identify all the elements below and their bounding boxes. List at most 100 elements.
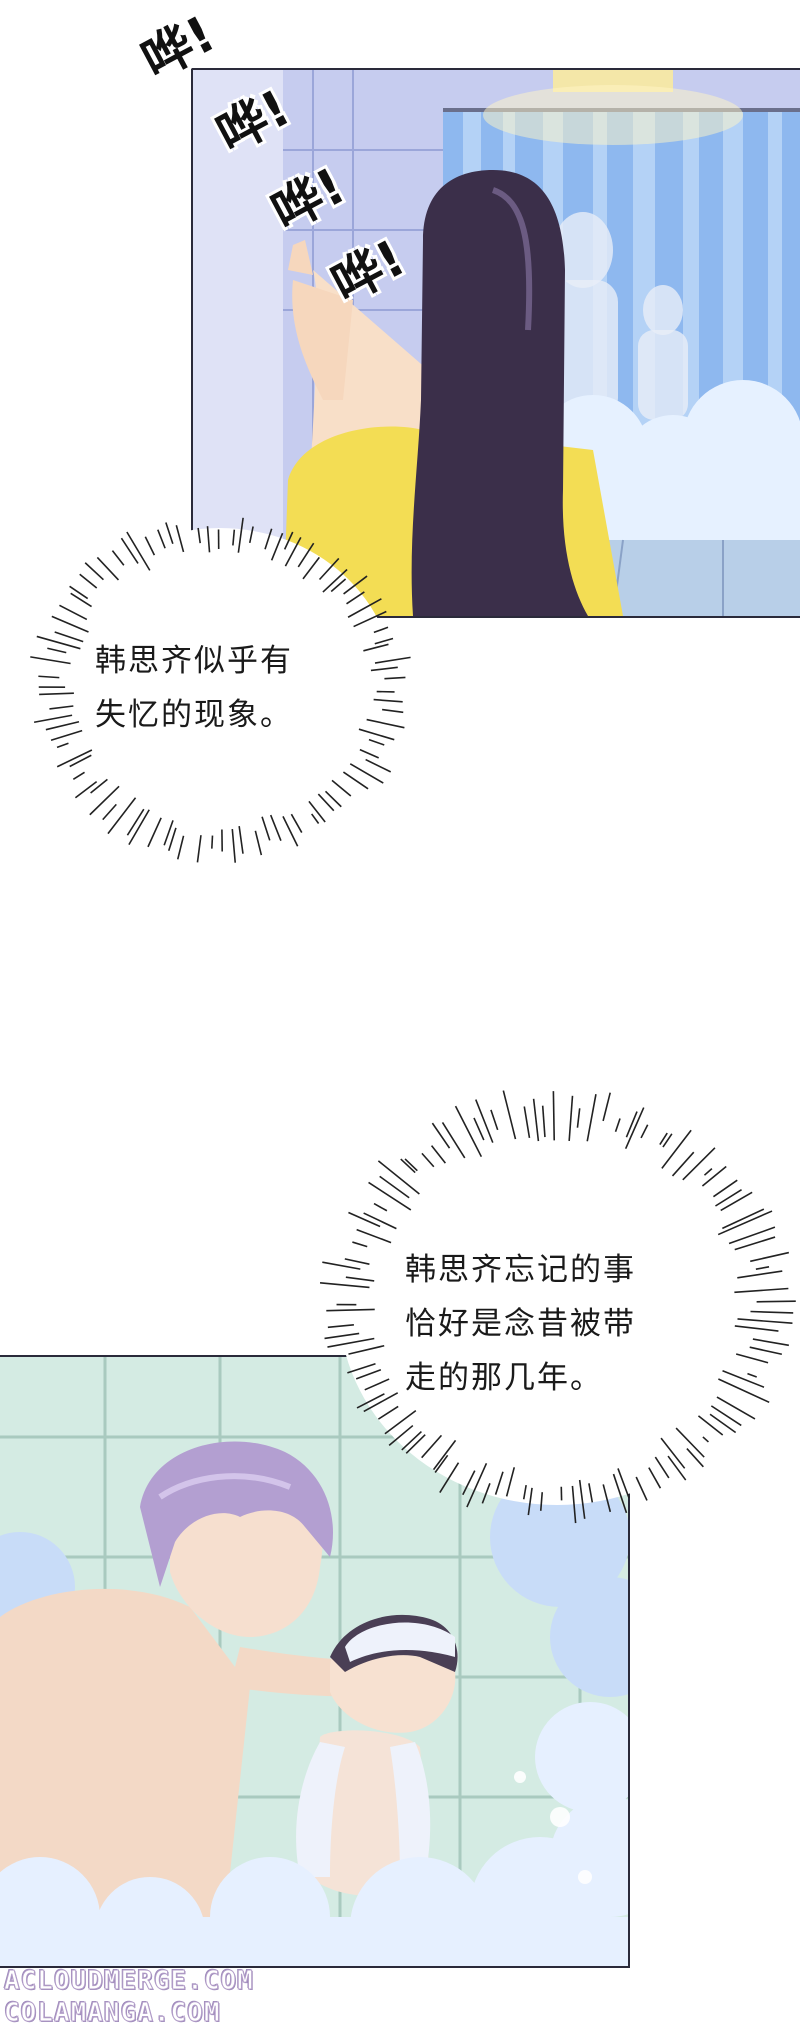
- burst-stroke: [431, 1122, 451, 1149]
- burst-stroke: [264, 528, 273, 550]
- sound-effect-text: 哗!: [262, 156, 355, 243]
- burst-stroke: [49, 705, 74, 710]
- burst-stroke: [755, 1266, 770, 1270]
- burst-stroke: [30, 656, 71, 665]
- burst-stroke: [710, 1405, 742, 1427]
- burst-stroke: [462, 1470, 476, 1496]
- burst-stroke: [282, 815, 299, 847]
- burst-stroke: [120, 537, 139, 564]
- burst-stroke: [374, 656, 411, 664]
- comic-panel-bathroom-door: [191, 68, 800, 618]
- burst-stroke: [586, 1094, 597, 1142]
- burst-stroke: [310, 813, 320, 824]
- burst-stroke: [671, 1151, 695, 1177]
- sound-effect-text: 哗!: [207, 78, 300, 165]
- burst-stroke: [720, 1191, 753, 1212]
- burst-stroke: [269, 814, 282, 842]
- narration-burst-bubble: 韩思齐似乎有 失忆的现象。: [30, 508, 411, 868]
- burst-stroke: [38, 675, 60, 679]
- burst-stroke: [163, 820, 174, 846]
- burst-stroke: [147, 817, 162, 848]
- burst-stroke: [176, 835, 185, 860]
- burst-stroke: [625, 1111, 638, 1138]
- burst-stroke: [578, 1479, 586, 1519]
- sound-effect-group: 哗! 哗! 哗! 哗!: [120, 0, 420, 320]
- watermark-text: ACLOUDMERGE.COM: [4, 1966, 254, 1997]
- burst-stroke: [358, 728, 395, 741]
- burst-stroke: [734, 1236, 776, 1251]
- burst-stroke: [756, 1300, 796, 1303]
- burst-stroke: [374, 637, 394, 645]
- burst-stroke: [523, 1106, 531, 1139]
- burst-stroke: [96, 556, 120, 581]
- burst-stroke: [661, 1129, 692, 1169]
- burst-stroke: [359, 748, 380, 759]
- burst-stroke: [45, 720, 80, 731]
- burst-stroke: [481, 1483, 491, 1504]
- burst-stroke: [703, 1168, 713, 1176]
- burst-stroke: [737, 1318, 793, 1325]
- narration-line: 恰好是念昔被带: [405, 1306, 636, 1342]
- burst-stroke: [717, 1210, 773, 1236]
- burst-stroke: [197, 527, 201, 544]
- burst-stroke: [715, 1189, 742, 1207]
- burst-stroke: [571, 1485, 577, 1524]
- burst-stroke: [343, 575, 368, 595]
- burst-stroke: [261, 816, 271, 841]
- burst-stroke: [522, 1484, 527, 1500]
- burst-stroke: [349, 763, 384, 784]
- burst-stroke: [648, 1467, 662, 1489]
- burst-stroke: [327, 1337, 375, 1348]
- burst-stroke: [702, 1436, 709, 1443]
- burst-stroke: [90, 778, 108, 794]
- sound-effect-text: 哗!: [132, 4, 225, 91]
- burst-stroke: [735, 1353, 769, 1364]
- burst-stroke: [69, 754, 92, 768]
- burst-stroke: [541, 1105, 546, 1138]
- burst-stroke: [384, 1409, 417, 1435]
- burst-stroke: [284, 536, 302, 567]
- burst-stroke: [126, 808, 145, 836]
- burst-stroke: [532, 1098, 540, 1142]
- narration-text: 韩思齐忘记的事 恰好是念昔被带 走的那几年。: [405, 1243, 725, 1405]
- burst-stroke: [232, 529, 236, 546]
- burst-stroke: [675, 1427, 705, 1458]
- burst-stroke: [750, 1310, 794, 1314]
- burst-stroke: [283, 531, 294, 550]
- narration-line: 失忆的现象。: [95, 697, 293, 733]
- burst-stroke: [128, 809, 150, 846]
- burst-stroke: [237, 517, 244, 553]
- burst-stroke: [654, 1456, 670, 1479]
- burst-stroke: [373, 1202, 388, 1212]
- burst-stroke: [640, 1124, 649, 1139]
- burst-stroke: [421, 1152, 435, 1168]
- burst-stroke: [490, 1109, 499, 1131]
- burst-stroke: [238, 826, 244, 854]
- burst-stroke: [718, 1378, 770, 1404]
- burst-stroke: [344, 1258, 370, 1265]
- burst-stroke: [752, 1338, 789, 1347]
- burst-stroke: [84, 562, 104, 581]
- burst-stroke: [51, 615, 89, 633]
- burst-stroke: [47, 647, 67, 654]
- burst-stroke: [355, 1369, 382, 1380]
- burst-lines: [30, 517, 411, 863]
- burst-stroke: [324, 790, 342, 808]
- burst-stroke: [102, 803, 117, 821]
- burst-stroke: [270, 532, 284, 561]
- burst-stroke: [322, 1261, 361, 1270]
- burst-stroke: [373, 698, 403, 703]
- burst-stroke: [319, 1282, 370, 1289]
- burst-stroke: [614, 1118, 621, 1132]
- burst-stroke: [494, 1471, 504, 1495]
- burst-stroke: [72, 771, 85, 780]
- burst-stroke: [290, 813, 303, 833]
- burst-stroke: [377, 1405, 399, 1420]
- burst-stroke: [347, 598, 382, 618]
- burst-stroke: [667, 1455, 687, 1481]
- burst-stroke: [400, 1158, 416, 1174]
- burst-stroke: [421, 1434, 443, 1459]
- burst-stroke: [405, 1434, 426, 1454]
- burst-stroke: [365, 758, 392, 773]
- burst-stroke: [430, 1145, 447, 1164]
